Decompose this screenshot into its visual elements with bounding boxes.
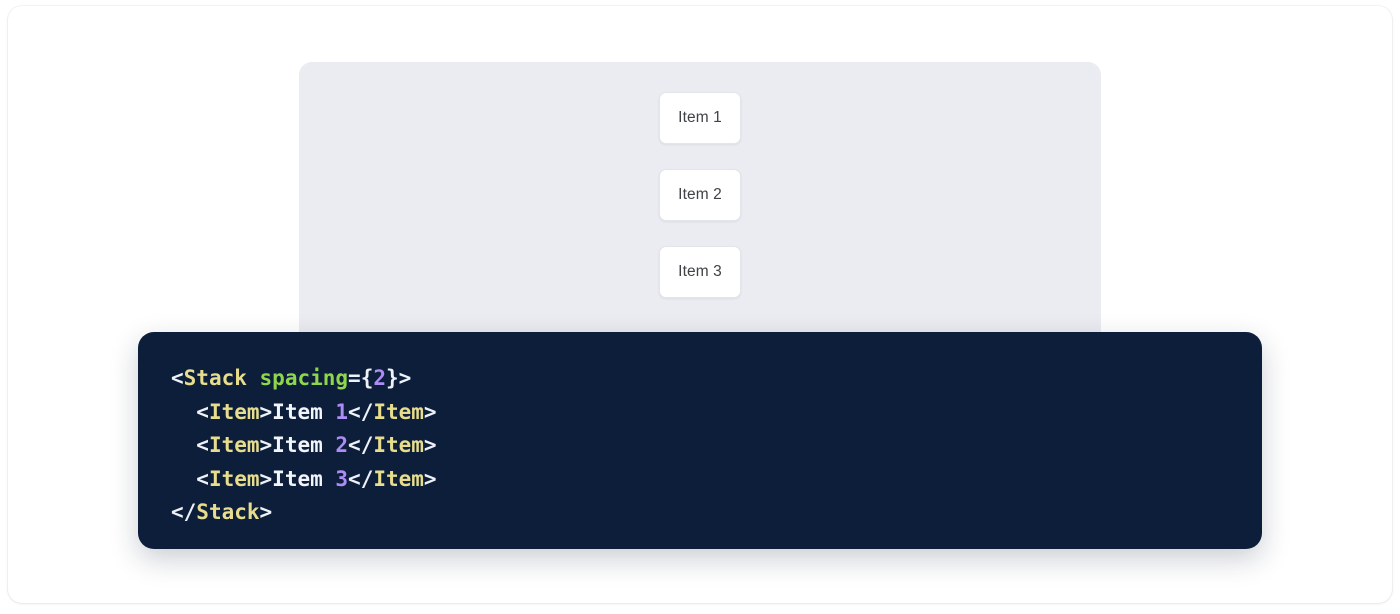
code-line: <Item>Item 2</Item> xyxy=(171,433,437,458)
code-token-attr: spacing xyxy=(259,366,349,390)
code-token-num: 2 xyxy=(335,433,349,458)
code-token-tag: Item xyxy=(373,433,424,458)
code-snippet: <Stack spacing={2}> <Item>Item 1</Item> … xyxy=(171,362,1262,530)
code-token-tag: Stack xyxy=(183,366,247,390)
code-line: <Item>Item 1</Item> xyxy=(171,399,437,424)
code-token-num: 2 xyxy=(373,366,386,390)
stack-item-label: Item 1 xyxy=(678,109,722,126)
stack-item[interactable]: Item 3 xyxy=(659,246,741,298)
code-token-punct: </ xyxy=(348,466,374,491)
code-token-punct: > xyxy=(423,466,437,491)
code-token-tag: Item xyxy=(208,466,260,491)
code-token-text: Item xyxy=(272,399,336,424)
stack-item-label: Item 3 xyxy=(678,263,722,280)
code-token-tag: Item xyxy=(208,399,260,424)
stack-item[interactable]: Item 1 xyxy=(659,92,741,144)
code-token-punct: > xyxy=(423,433,437,458)
code-token-text: Item xyxy=(272,466,336,491)
code-token-punct: > xyxy=(259,399,273,424)
code-token-punct: > xyxy=(259,466,273,491)
code-line: <Stack spacing={2}> xyxy=(171,366,411,390)
code-token-punct: ={ xyxy=(348,366,374,390)
stack-item[interactable]: Item 2 xyxy=(659,169,741,221)
code-token-num: 3 xyxy=(335,466,349,491)
code-token-punct xyxy=(247,366,260,390)
code-token-text: Item xyxy=(272,433,336,458)
code-token-punct: }> xyxy=(386,366,412,390)
code-token-punct: < xyxy=(171,466,209,491)
code-token-punct: > xyxy=(423,399,437,424)
code-block[interactable]: <Stack spacing={2}> <Item>Item 1</Item> … xyxy=(138,332,1262,549)
code-token-punct: </ xyxy=(171,500,197,525)
code-token-punct: </ xyxy=(348,433,374,458)
code-line: <Item>Item 3</Item> xyxy=(171,466,437,491)
code-token-tag: Item xyxy=(373,466,424,491)
stack-container: Item 1 Item 2 Item 3 xyxy=(659,92,741,298)
code-token-num: 1 xyxy=(335,399,349,424)
code-token-tag: Item xyxy=(208,433,260,458)
code-token-tag: Item xyxy=(373,399,424,424)
code-token-punct: > xyxy=(259,433,273,458)
code-token-tag: Stack xyxy=(196,500,260,525)
code-token-punct: < xyxy=(171,433,209,458)
stack-item-label: Item 2 xyxy=(678,186,722,203)
code-line: </Stack> xyxy=(171,500,272,524)
code-token-punct: > xyxy=(259,500,273,525)
code-token-punct: < xyxy=(171,399,209,424)
code-token-punct: < xyxy=(171,366,184,390)
code-token-punct: </ xyxy=(348,399,374,424)
